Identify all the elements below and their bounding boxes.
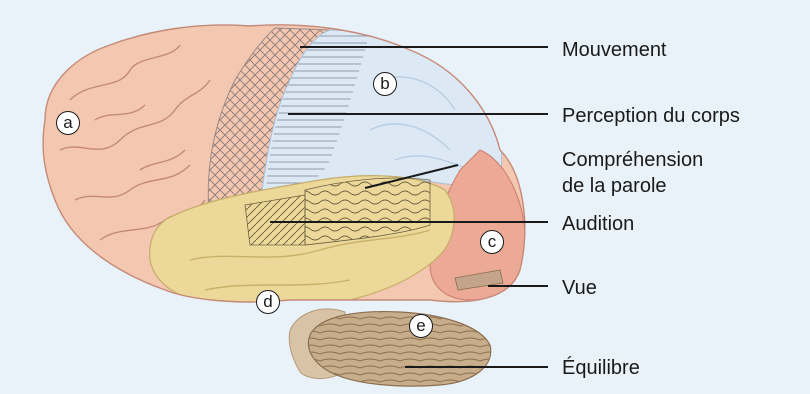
- region-badge-b: b: [373, 72, 397, 96]
- label-equilibre: Équilibre: [562, 356, 640, 380]
- label-perception-du-corps: Perception du corps: [562, 104, 740, 128]
- region-badge-e: e: [409, 314, 433, 338]
- region-badge-d: d: [256, 290, 280, 314]
- label-comprehension-line2: de la parole: [562, 174, 667, 198]
- label-comprehension-line1: Compréhension: [562, 148, 703, 172]
- region-badge-a: a: [56, 111, 80, 135]
- cerebellum: [308, 312, 490, 386]
- label-mouvement: Mouvement: [562, 38, 667, 62]
- label-vue: Vue: [562, 276, 597, 300]
- label-audition: Audition: [562, 212, 634, 236]
- region-badge-c: c: [480, 230, 504, 254]
